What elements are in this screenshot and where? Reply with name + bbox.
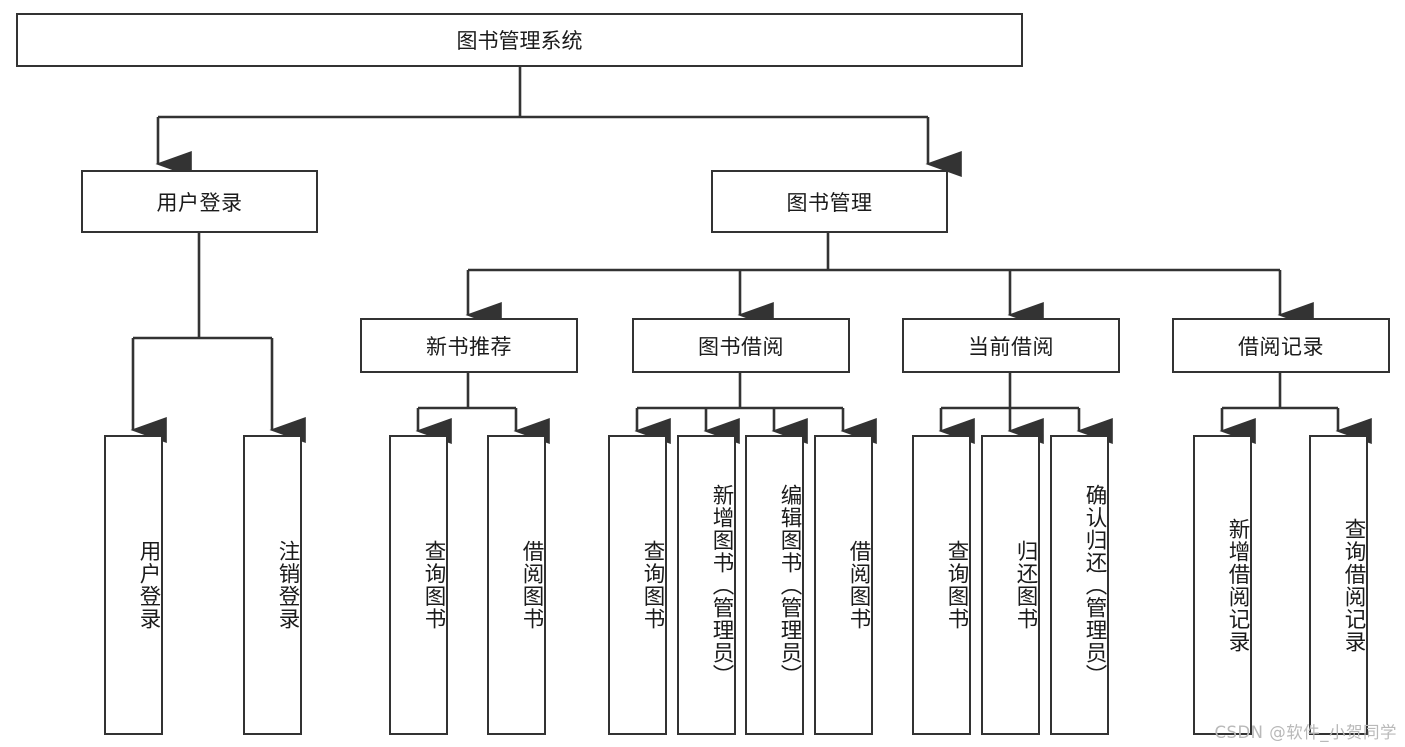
node-leaf-confirm-return-label: 确认归还（管理员） (1082, 483, 1107, 687)
node-leaf-borrow-book-2-label: 借阅图书 (846, 540, 871, 630)
node-leaf-query-book-2-label: 查询图书 (640, 540, 665, 630)
node-book-borrow-label: 图书借阅 (698, 334, 784, 359)
node-leaf-return-book-label: 归还图书 (1013, 540, 1038, 630)
node-leaf-add-book-label: 新增图书（管理员） (709, 483, 734, 687)
node-leaf-logout[interactable]: 注销登录 (243, 435, 302, 735)
node-leaf-return-book[interactable]: 归还图书 (981, 435, 1040, 735)
node-leaf-add-book[interactable]: 新增图书（管理员） (677, 435, 736, 735)
node-borrow-record[interactable]: 借阅记录 (1172, 318, 1390, 373)
node-borrow-record-label: 借阅记录 (1238, 334, 1324, 359)
node-new-book-rec[interactable]: 新书推荐 (360, 318, 578, 373)
node-leaf-query-record-label: 查询借阅记录 (1341, 517, 1366, 653)
node-leaf-user-login-label: 用户登录 (136, 540, 161, 630)
node-leaf-query-record[interactable]: 查询借阅记录 (1309, 435, 1368, 735)
node-new-book-rec-label: 新书推荐 (426, 334, 512, 359)
node-book-manage-label: 图书管理 (786, 190, 873, 215)
node-leaf-edit-book-label: 编辑图书（管理员） (777, 483, 802, 687)
node-leaf-edit-book[interactable]: 编辑图书（管理员） (745, 435, 804, 735)
node-leaf-user-login[interactable]: 用户登录 (104, 435, 163, 735)
node-leaf-borrow-book-1-label: 借阅图书 (519, 540, 544, 630)
node-leaf-borrow-book-1[interactable]: 借阅图书 (487, 435, 546, 735)
node-leaf-logout-label: 注销登录 (275, 540, 300, 630)
node-root-label: 图书管理系统 (456, 29, 583, 53)
node-current-borrow-label: 当前借阅 (968, 334, 1054, 359)
node-leaf-query-book-3-label: 查询图书 (944, 540, 969, 630)
node-leaf-borrow-book-2[interactable]: 借阅图书 (814, 435, 873, 735)
node-leaf-confirm-return[interactable]: 确认归还（管理员） (1050, 435, 1109, 735)
watermark: CSDN @软件_小贺同学 (1214, 723, 1397, 742)
node-leaf-add-record-label: 新增借阅记录 (1225, 517, 1250, 653)
node-user-login[interactable]: 用户登录 (81, 170, 318, 233)
node-book-manage[interactable]: 图书管理 (711, 170, 948, 233)
node-current-borrow[interactable]: 当前借阅 (902, 318, 1120, 373)
node-user-login-label: 用户登录 (156, 190, 243, 215)
node-leaf-query-book-2[interactable]: 查询图书 (608, 435, 667, 735)
node-leaf-query-book-1[interactable]: 查询图书 (389, 435, 448, 735)
node-leaf-query-book-3[interactable]: 查询图书 (912, 435, 971, 735)
node-leaf-query-book-1-label: 查询图书 (421, 540, 446, 630)
node-leaf-add-record[interactable]: 新增借阅记录 (1193, 435, 1252, 735)
node-root[interactable]: 图书管理系统 (16, 13, 1023, 67)
node-book-borrow[interactable]: 图书借阅 (632, 318, 850, 373)
